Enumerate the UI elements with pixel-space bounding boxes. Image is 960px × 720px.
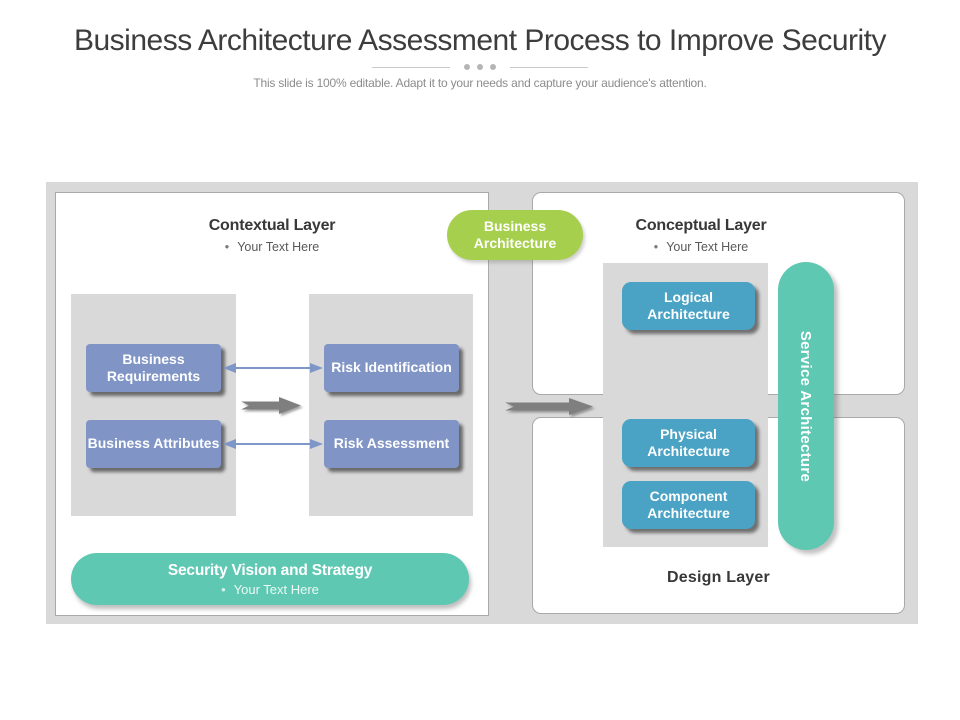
flow-arrow-icon: [505, 398, 593, 415]
business-column: [71, 294, 236, 516]
slide-subtitle: This slide is 100% editable. Adapt it to…: [253, 76, 707, 90]
design-layer-title: Design Layer: [667, 569, 770, 586]
business-attributes-box: Business Attributes: [86, 420, 221, 468]
bullet-icon: •: [653, 240, 659, 254]
contextual-bullet-text: Your Text Here: [237, 240, 320, 254]
bullet-icon: •: [221, 582, 226, 597]
conceptual-layer-header: Conceptual Layer • Your Text Here: [563, 217, 839, 254]
risk-identification-label: Risk Identification: [331, 359, 452, 376]
physical-architecture-box: Physical Architecture: [622, 419, 755, 467]
flow-arrow-icon: [241, 397, 301, 414]
double-arrow-icon: [223, 439, 323, 449]
service-architecture-label: Service Architecture: [797, 330, 815, 482]
bullet-icon: •: [224, 240, 230, 254]
business-architecture-label: Business Architecture: [473, 217, 557, 252]
title-divider: [0, 62, 960, 72]
security-vision-pill: Security Vision and Strategy • Your Text …: [71, 553, 469, 605]
double-arrow-icon: [223, 363, 323, 373]
security-vision-bullet: • Your Text Here: [71, 582, 469, 597]
component-architecture-box: Component Architecture: [622, 481, 755, 529]
risk-column: [309, 294, 473, 516]
divider-line: [372, 66, 450, 68]
business-architecture-pill: Business Architecture: [447, 210, 583, 260]
slide-title: Business Architecture Assessment Process…: [73, 24, 887, 57]
contextual-layer-title: Contextual Layer: [208, 217, 336, 234]
risk-assessment-box: Risk Assessment: [324, 420, 459, 468]
logical-architecture-label: Logical Architecture: [647, 288, 730, 322]
contextual-layer-panel: Contextual Layer • Your Text Here Busines…: [55, 192, 489, 616]
business-attributes-label: Business Attributes: [87, 435, 220, 452]
business-requirements-box: Business Requirements: [86, 344, 221, 392]
divider-dots-icon: [464, 64, 496, 70]
physical-architecture-label: Physical Architecture: [647, 425, 730, 459]
service-architecture-pill: Service Architecture: [778, 262, 834, 550]
business-requirements-label: Business Requirements: [106, 350, 201, 384]
conceptual-layer-title: Conceptual Layer: [635, 217, 767, 234]
security-vision-title: Security Vision and Strategy: [167, 562, 373, 579]
risk-identification-box: Risk Identification: [324, 344, 459, 392]
risk-assessment-label: Risk Assessment: [333, 435, 450, 452]
conceptual-layer-bullet: • Your Text Here: [563, 240, 839, 254]
contextual-layer-bullet: • Your Text Here: [56, 240, 488, 254]
logical-architecture-box: Logical Architecture: [622, 282, 755, 330]
component-architecture-label: Component Architecture: [647, 487, 730, 521]
conceptual-bullet-text: Your Text Here: [666, 240, 749, 254]
divider-line: [510, 66, 588, 68]
security-bullet-text: Your Text Here: [233, 582, 319, 597]
diagram-canvas: Contextual Layer • Your Text Here Busines…: [46, 182, 918, 624]
contextual-layer-header: Contextual Layer • Your Text Here: [56, 217, 488, 254]
